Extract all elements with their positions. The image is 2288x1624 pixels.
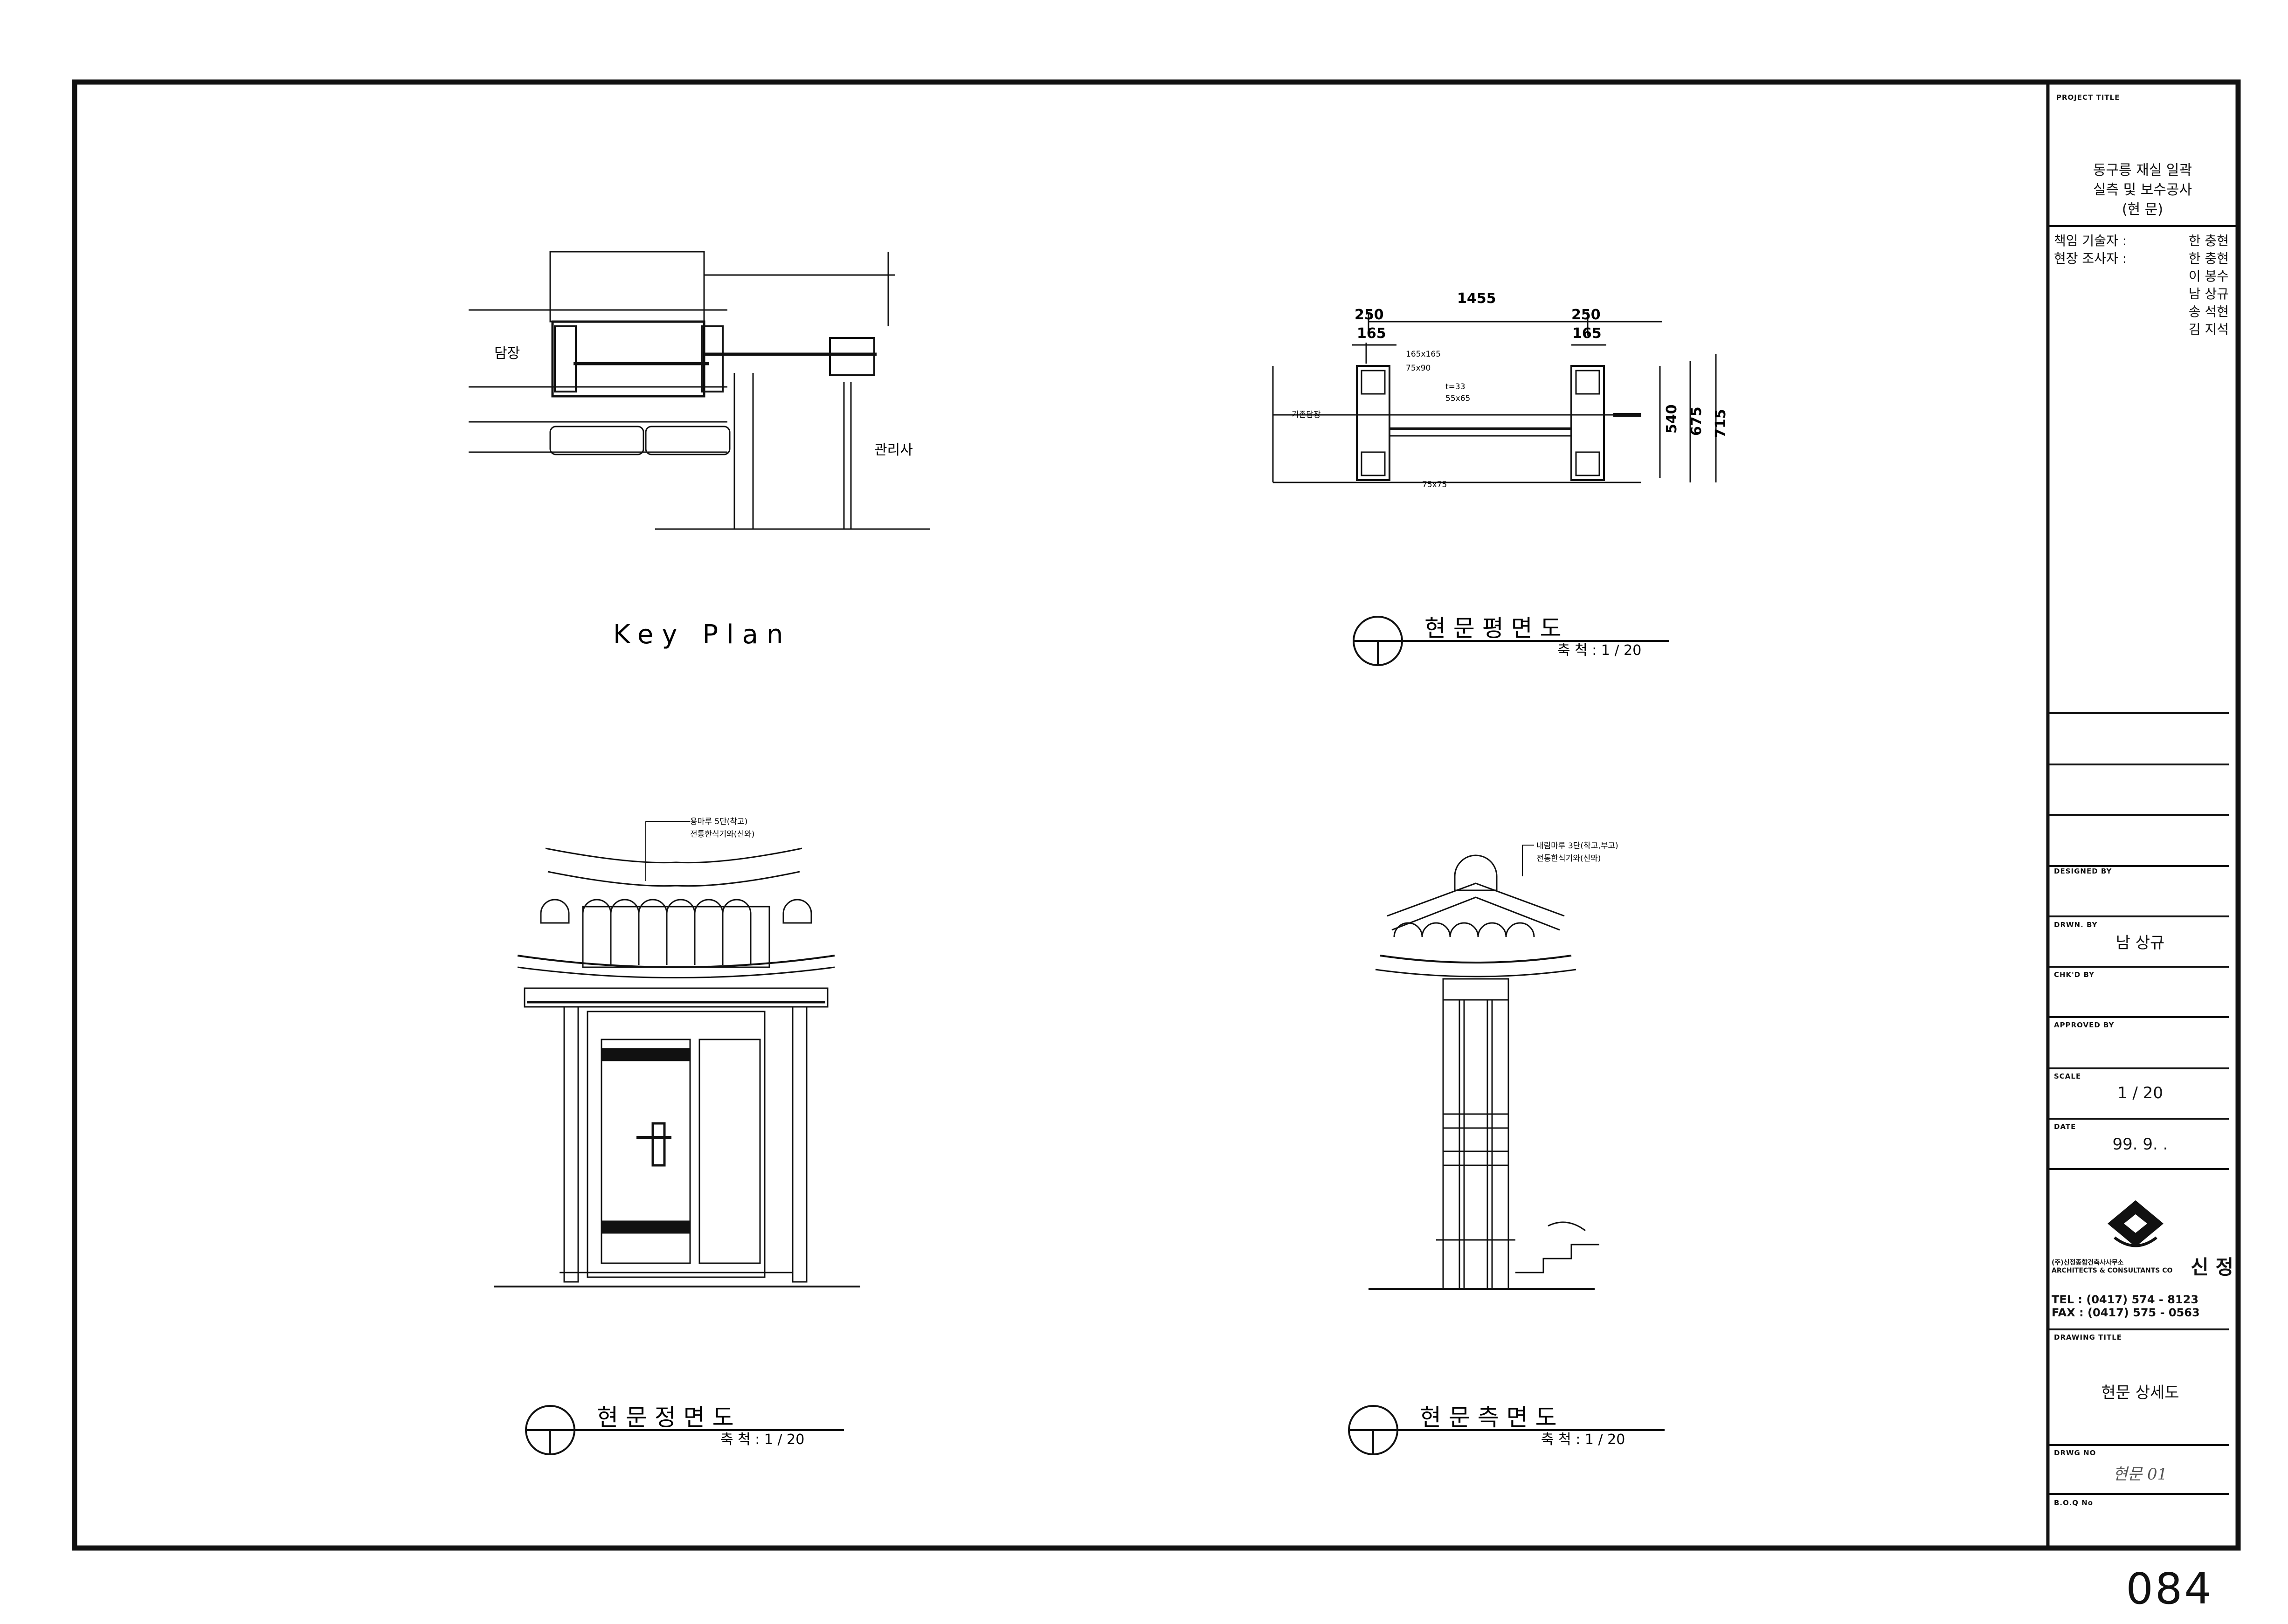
plan-note-4: 55x65: [1445, 394, 1470, 403]
drawing-title-caption: DRAWING TITLE: [2054, 1333, 2122, 1342]
company-name-en: ARCHITECTS & CONSULTANTS CO: [2052, 1266, 2173, 1274]
key-plan-building-label: 관리사: [874, 442, 913, 458]
plan-note-2: 75x90: [1406, 364, 1431, 373]
company-tel: TEL : (0417) 574 - 8123: [2052, 1293, 2199, 1306]
front-elevation-notes: 용마루 5단(착고) 전통한식기와(신와): [645, 817, 754, 881]
plan-note-3: t=33: [1445, 382, 1465, 392]
drawn-by-caption: DRWN. BY: [2054, 921, 2098, 929]
project-title-line-2: 실측 및 보수공사: [2093, 182, 2192, 198]
side-note-2: 전통한식기와(신와): [1536, 854, 1601, 863]
date-value: 99. 9. .: [2112, 1135, 2168, 1154]
company-names: (주)신정종합건축사사무소 ARCHITECTS & CONSULTANTS C…: [2052, 1258, 2172, 1274]
drawing-title-value: 현문 상세도: [2101, 1383, 2179, 1402]
project-title-line-3: (현 문): [2122, 201, 2164, 218]
approved-by-caption: APPROVED BY: [2054, 1021, 2115, 1029]
staff-name: 한 충현: [2188, 233, 2229, 248]
side-elevation-notes: 내림마루 3단(착고,부고) 전통한식기와(신와): [1522, 841, 1618, 876]
side-elevation-title-block: 현 문 측 면 도 축 척 : 1 / 20: [1348, 1404, 1665, 1455]
dim-left-inner: 165: [1357, 325, 1386, 342]
key-plan-drawing: [469, 251, 930, 530]
plan-title: 현 문 평 면 도: [1424, 615, 1562, 642]
dim-depth-1: 540: [1664, 404, 1680, 434]
dim-left-outer: 250: [1355, 307, 1384, 323]
drawing-no-value: 현문 01: [2113, 1465, 2168, 1484]
plan-drawing: [1272, 312, 1717, 483]
key-plan-title: Key Plan: [613, 619, 791, 650]
staff-name: 이 봉수: [2188, 268, 2229, 284]
staff-name: 김 지석: [2188, 322, 2229, 337]
boq-caption: B.O.Q No: [2054, 1499, 2094, 1507]
front-note-2: 전통한식기와(신와): [690, 830, 754, 839]
plan-note-1: 165x165: [1406, 350, 1441, 359]
date-caption: DATE: [2054, 1122, 2076, 1131]
staff-list: 책임 기술자 : 한 충현 현장 조사자 : 한 충현 이 봉수 남 상규 송 석현…: [2054, 232, 2229, 338]
project-title-caption: PROJECT TITLE: [2056, 93, 2120, 102]
staff-row: 현장 조사자 : 한 충현: [2054, 250, 2229, 268]
project-title: 동구릉 재실 일곽 실측 및 보수공사 (현 문): [2052, 161, 2233, 220]
plan-note-6: 기존담장: [1292, 410, 1321, 420]
side-elevation-title: 현 문 측 면 도: [1420, 1404, 1557, 1431]
key-plan-wall-label: 담장: [494, 345, 520, 362]
title-block-grid: [2048, 225, 2238, 1495]
project-title-line-1: 동구릉 재실 일곽: [2093, 162, 2192, 179]
dim-depth-3: 715: [1713, 409, 1729, 438]
side-note-1: 내림마루 3단(착고,부고): [1536, 841, 1618, 851]
staff-name: 한 충현: [2188, 251, 2229, 266]
dim-depth-2: 675: [1688, 406, 1705, 436]
side-elevation-drawing: [1369, 854, 1599, 1290]
company-block: (주)신정종합건축사사무소 ARCHITECTS & CONSULTANTS C…: [2052, 1252, 2233, 1319]
dim-right-inner: 165: [1572, 325, 1602, 342]
front-elevation-title: 현 문 정 면 도: [597, 1404, 734, 1431]
staff-name: 남 상규: [2188, 286, 2229, 302]
dim-right-outer: 250: [1571, 307, 1601, 323]
staff-role: 현장 조사자 :: [2054, 251, 2127, 266]
page-number: 084: [2126, 1564, 2213, 1614]
designed-by-caption: DESIGNED BY: [2054, 867, 2112, 875]
scale-value: 1 / 20: [2117, 1084, 2163, 1102]
company-row: (주)신정종합건축사사무소 ARCHITECTS & CONSULTANTS C…: [2052, 1252, 2233, 1280]
checked-by-caption: CHK'D BY: [2054, 970, 2094, 979]
plan-dimensions: 1455 250 165 250 165 540 675 715 165x165…: [1292, 290, 1729, 489]
plan-note-5: 75x75: [1422, 480, 1447, 489]
front-note-1: 용마루 5단(착고): [690, 817, 747, 826]
staff-name: 송 석현: [2188, 304, 2229, 319]
company-fax: FAX : (0417) 575 - 0563: [2052, 1306, 2200, 1319]
scale-caption: SCALE: [2054, 1072, 2081, 1080]
staff-role: 책임 기술자 :: [2054, 233, 2127, 248]
drawing-no-caption: DRWG NO: [2054, 1449, 2096, 1457]
dim-overall: 1455: [1457, 290, 1496, 307]
company-logo: [2108, 1200, 2164, 1247]
company-name: (주)신정종합건축사사무소: [2052, 1259, 2124, 1266]
side-elevation-scale: 축 척 : 1 / 20: [1541, 1431, 1625, 1448]
drawn-by-value: 남 상규: [2115, 934, 2165, 952]
sheet-border: [72, 79, 2241, 1551]
staff-row: 책임 기술자 : 한 충현: [2054, 232, 2229, 250]
front-elevation-drawing: [494, 847, 860, 1287]
front-elevation-scale: 축 척 : 1 / 20: [720, 1431, 804, 1448]
front-elevation-title-block: 현 문 정 면 도 축 척 : 1 / 20: [525, 1404, 844, 1455]
plan-title-block: 현 문 평 면 도 축 척 : 1 / 20: [1353, 615, 1669, 666]
company-brand: 신 정: [2191, 1256, 2233, 1279]
plan-scale: 축 척 : 1 / 20: [1557, 642, 1641, 659]
